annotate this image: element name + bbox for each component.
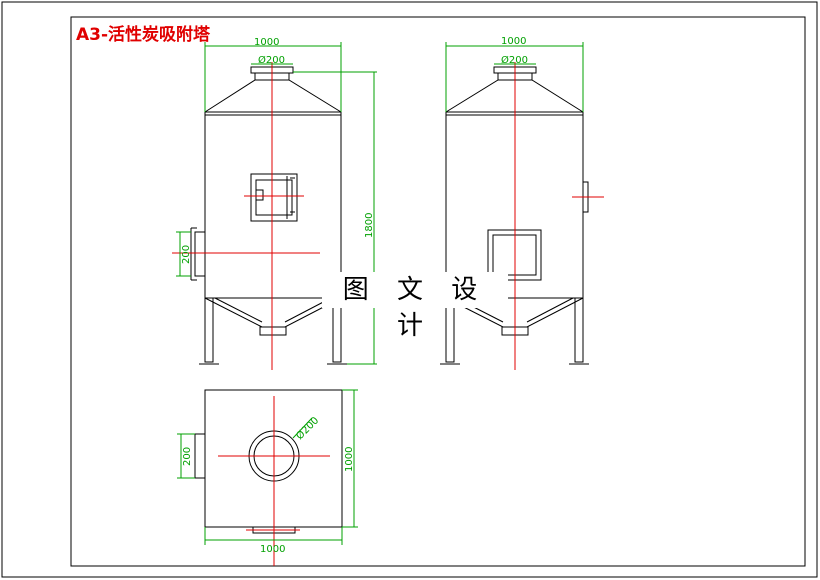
front-outlet-dim: Ø200 bbox=[258, 54, 285, 66]
side-width-dim: 1000 bbox=[501, 36, 526, 47]
side-dimensions bbox=[445, 42, 584, 112]
plan-side-inlet bbox=[194, 433, 206, 479]
front-height-dim: 1800 bbox=[364, 213, 375, 238]
front-hopper bbox=[204, 297, 342, 328]
front-dimensions bbox=[176, 42, 377, 365]
front-centerlines bbox=[172, 62, 320, 370]
watermark-backdrop bbox=[322, 272, 508, 308]
side-centerlines bbox=[514, 62, 604, 370]
front-width-dim: 1000 bbox=[254, 37, 279, 48]
front-access-door bbox=[250, 173, 298, 222]
side-outlet-dim: Ø200 bbox=[501, 54, 528, 66]
front-inlet-dim: 200 bbox=[181, 245, 192, 264]
side-leg-right bbox=[574, 297, 584, 363]
watermark-text: 图 文 设 计 bbox=[342, 275, 488, 341]
inner-frame bbox=[70, 16, 806, 567]
plan-dimensions bbox=[177, 389, 358, 545]
plan-outlet-dim: Ø200 bbox=[294, 415, 322, 443]
front-body bbox=[204, 111, 342, 299]
front-elevation bbox=[190, 66, 347, 365]
plan-inlet-dim: 200 bbox=[182, 447, 193, 466]
drawing-title: A3-活性炭吸附塔 bbox=[76, 24, 211, 45]
plan-view bbox=[194, 389, 343, 534]
plan-width-dim: 1000 bbox=[260, 544, 285, 555]
front-bottom-outlet bbox=[259, 326, 287, 336]
plan-centerlines bbox=[218, 396, 330, 566]
front-roof bbox=[204, 79, 342, 113]
front-side-inlet bbox=[194, 231, 206, 277]
front-leg-left bbox=[204, 297, 214, 363]
plan-depth-dim: 1000 bbox=[344, 447, 355, 472]
